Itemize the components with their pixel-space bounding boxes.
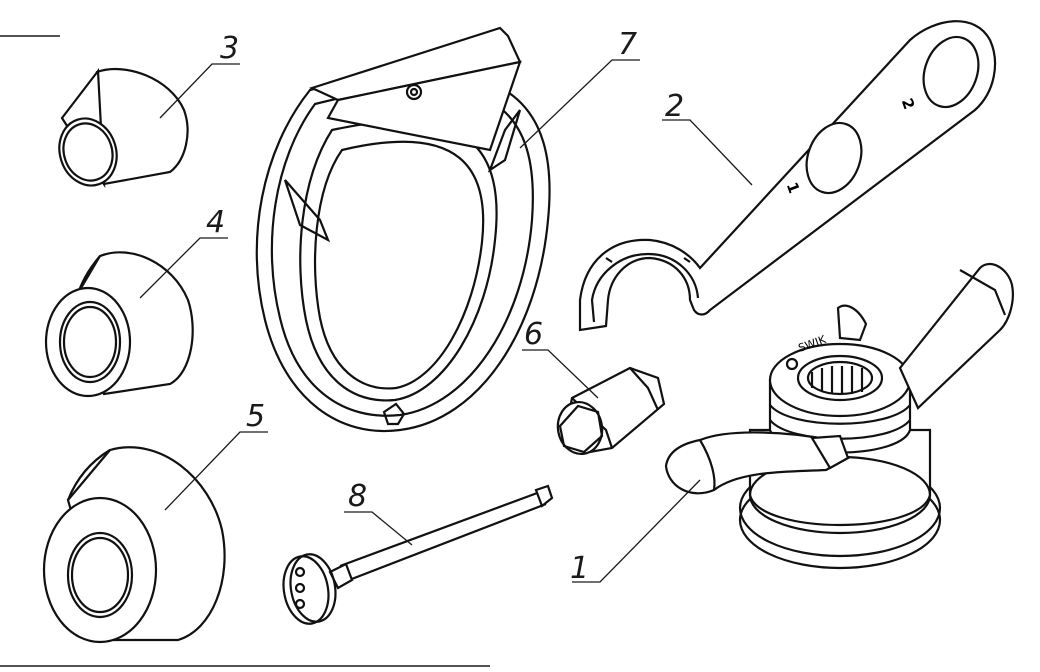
- callout-4: 4: [206, 205, 225, 240]
- callout-7: 7: [618, 27, 637, 62]
- part-8-pin: [282, 484, 554, 625]
- callout-8: 8: [348, 479, 367, 514]
- callout-5: 5: [246, 399, 265, 434]
- part-6-hex-bushing: [522, 349, 666, 455]
- part-7-shield: [255, 26, 640, 433]
- part-1-wing-nut: SWIK: [572, 262, 1014, 583]
- callout-3: 3: [220, 31, 239, 66]
- part-3-small-cone: [58, 63, 240, 189]
- callout-6: 6: [524, 317, 543, 352]
- callout-2: 2: [665, 89, 684, 124]
- part-4-medium-cone: [44, 237, 228, 398]
- part-2-wrench: 1 2: [578, 20, 997, 332]
- part-5-large-cone: [42, 431, 268, 644]
- callout-1: 1: [570, 551, 589, 586]
